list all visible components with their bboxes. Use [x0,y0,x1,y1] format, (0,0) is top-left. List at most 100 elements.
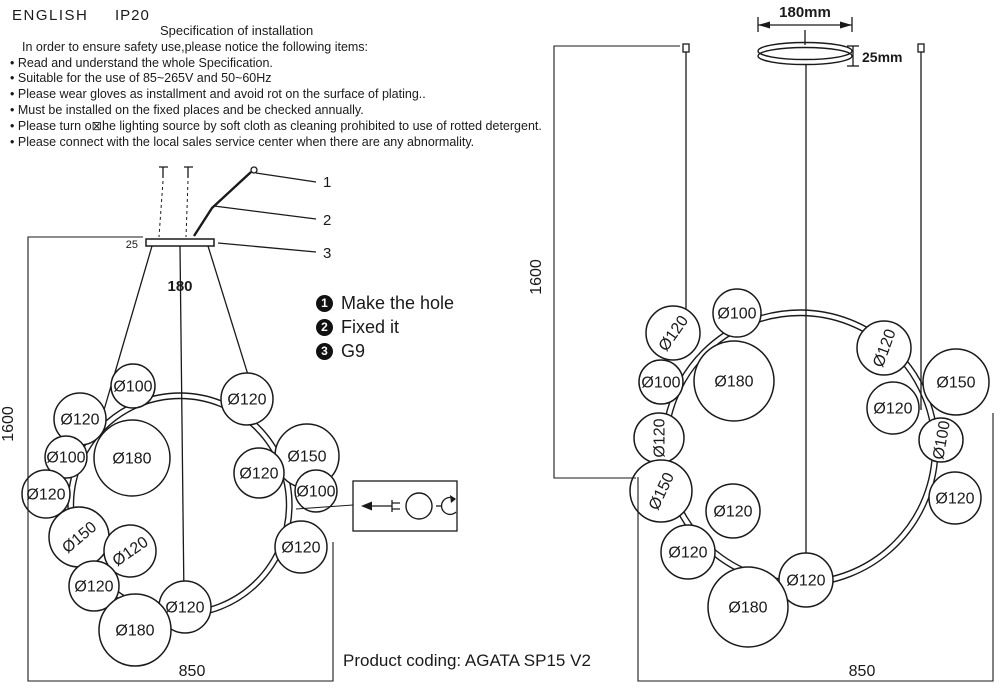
legend-item-3: 3 G9 [316,339,454,363]
ip-rating-label: IP20 [115,7,150,24]
canopy [757,41,853,61]
wire-hook-left [682,43,690,53]
ceiling-plate [145,238,215,247]
globe [98,593,172,667]
callout-number-2: 2 [323,212,331,229]
globe [110,363,156,409]
inset-box [352,480,458,532]
inset-leader-line [295,504,354,510]
specification-intro: In order to ensure safety use,please not… [22,39,369,54]
globe [638,359,684,405]
width-dim-label: 850 [849,663,876,680]
globe [856,320,912,376]
globe [21,469,71,519]
globe-diameter-label: Ø180 [714,374,753,391]
globe [866,381,920,435]
globe [294,469,338,513]
globe-diameter-label: Ø120 [786,573,825,590]
language-label: ENGLISH [12,7,89,24]
globe [918,417,964,463]
legend-item-1: 1 Make the hole [316,291,454,315]
specification-title: Specification of installation [160,23,314,38]
spec-item: Please wear gloves as installment and av… [10,87,550,103]
spec-item: Read and understand the whole Specificat… [10,56,550,72]
globe [778,552,834,608]
hanging-wires [682,43,925,578]
globe [93,419,171,497]
callout-number-1: 1 [323,174,331,191]
specification-block: Specification of installation In order t… [10,23,550,150]
globe-diameter-label: Ø150 [936,375,975,392]
plate-offset-label: 25 [126,239,138,251]
canopy-width-dim [757,17,853,32]
dimension-lines [27,236,334,682]
canopy-bottom [757,46,853,66]
globe-diameter-label: Ø180 [115,623,154,640]
step-3-badge: 3 [316,342,333,360]
globe-diameter-label: Ø100 [113,379,152,396]
g9-bulb-icon [405,492,433,520]
globe-diameter-label: Ø120 [873,401,912,418]
globe-diameter-label: Ø120 [652,418,669,457]
wire-hook-right [917,43,925,53]
step-3-label: G9 [341,340,366,361]
globe [693,340,775,422]
globe-diameter-label: Ø120 [26,487,65,504]
mounting-rod [192,166,258,237]
height-dim-label: 1600 [528,259,545,295]
installation-steps-legend: 1 Make the hole 2 Fixed it 3 G9 [316,291,454,363]
globe-diameter-label: Ø120 [227,392,266,409]
globe [707,566,789,648]
canopy-height-dim [847,45,859,67]
globe-diameter-label: Ø120 [935,491,974,508]
globe [44,435,88,479]
globe-diameter-label: Ø180 [728,600,767,617]
globe [922,348,990,416]
width-dim-lines [637,413,994,682]
callout-leaders [213,172,317,253]
callout-number-3: 3 [323,245,331,262]
globe-diameter-label: Ø100 [641,375,680,392]
spec-item: Please connect with the local sales serv… [10,135,550,151]
height-dim-lines [553,45,680,479]
globe-diameter-label: Ø150 [287,449,326,466]
canopy-width-label: 180mm [779,4,831,21]
globe [103,524,157,578]
height-dim-label: 1600 [0,406,17,442]
globe-diameter-label: Ø120 [239,466,278,483]
globe-diameter-label: Ø120 [668,545,707,562]
globe [705,483,761,539]
spec-item: Must be installed on the fixed places an… [10,103,550,119]
spec-item: Please turn o⊠he lighting source by soft… [10,119,550,135]
step-1-label: Make the hole [341,292,455,313]
globe [233,447,285,499]
globe-diameter-label: Ø120 [74,579,113,596]
step-2-label: Fixed it [341,316,400,337]
rotate-icon [440,495,457,516]
globe [629,459,693,523]
globe-diameter-label: Ø100 [930,419,954,461]
globe [712,288,762,338]
globe-diameter-label: Ø120 [281,540,320,557]
step-2-badge: 2 [316,318,333,336]
globe-diameter-label: Ø100 [46,450,85,467]
globe [660,524,716,580]
bulb-install-inset [352,480,458,532]
product-coding-label: Product coding: AGATA SP15 V2 [343,651,591,670]
globe [928,471,982,525]
globe-diameter-label: Ø100 [296,484,335,501]
globe-diameter-label: Ø120 [60,412,99,429]
globe-diameter-label: Ø180 [112,451,151,468]
insert-arrow-icon [361,500,400,512]
globe-diameter-label: Ø100 [717,306,756,323]
legend-item-2: 2 Fixed it [316,315,454,339]
globe-diameter-label: Ø120 [165,600,204,617]
mounting-screws [158,166,193,238]
globe [274,520,328,574]
globe [68,560,120,612]
globe-diameter-label: Ø120 [713,504,752,521]
globe [220,372,274,426]
